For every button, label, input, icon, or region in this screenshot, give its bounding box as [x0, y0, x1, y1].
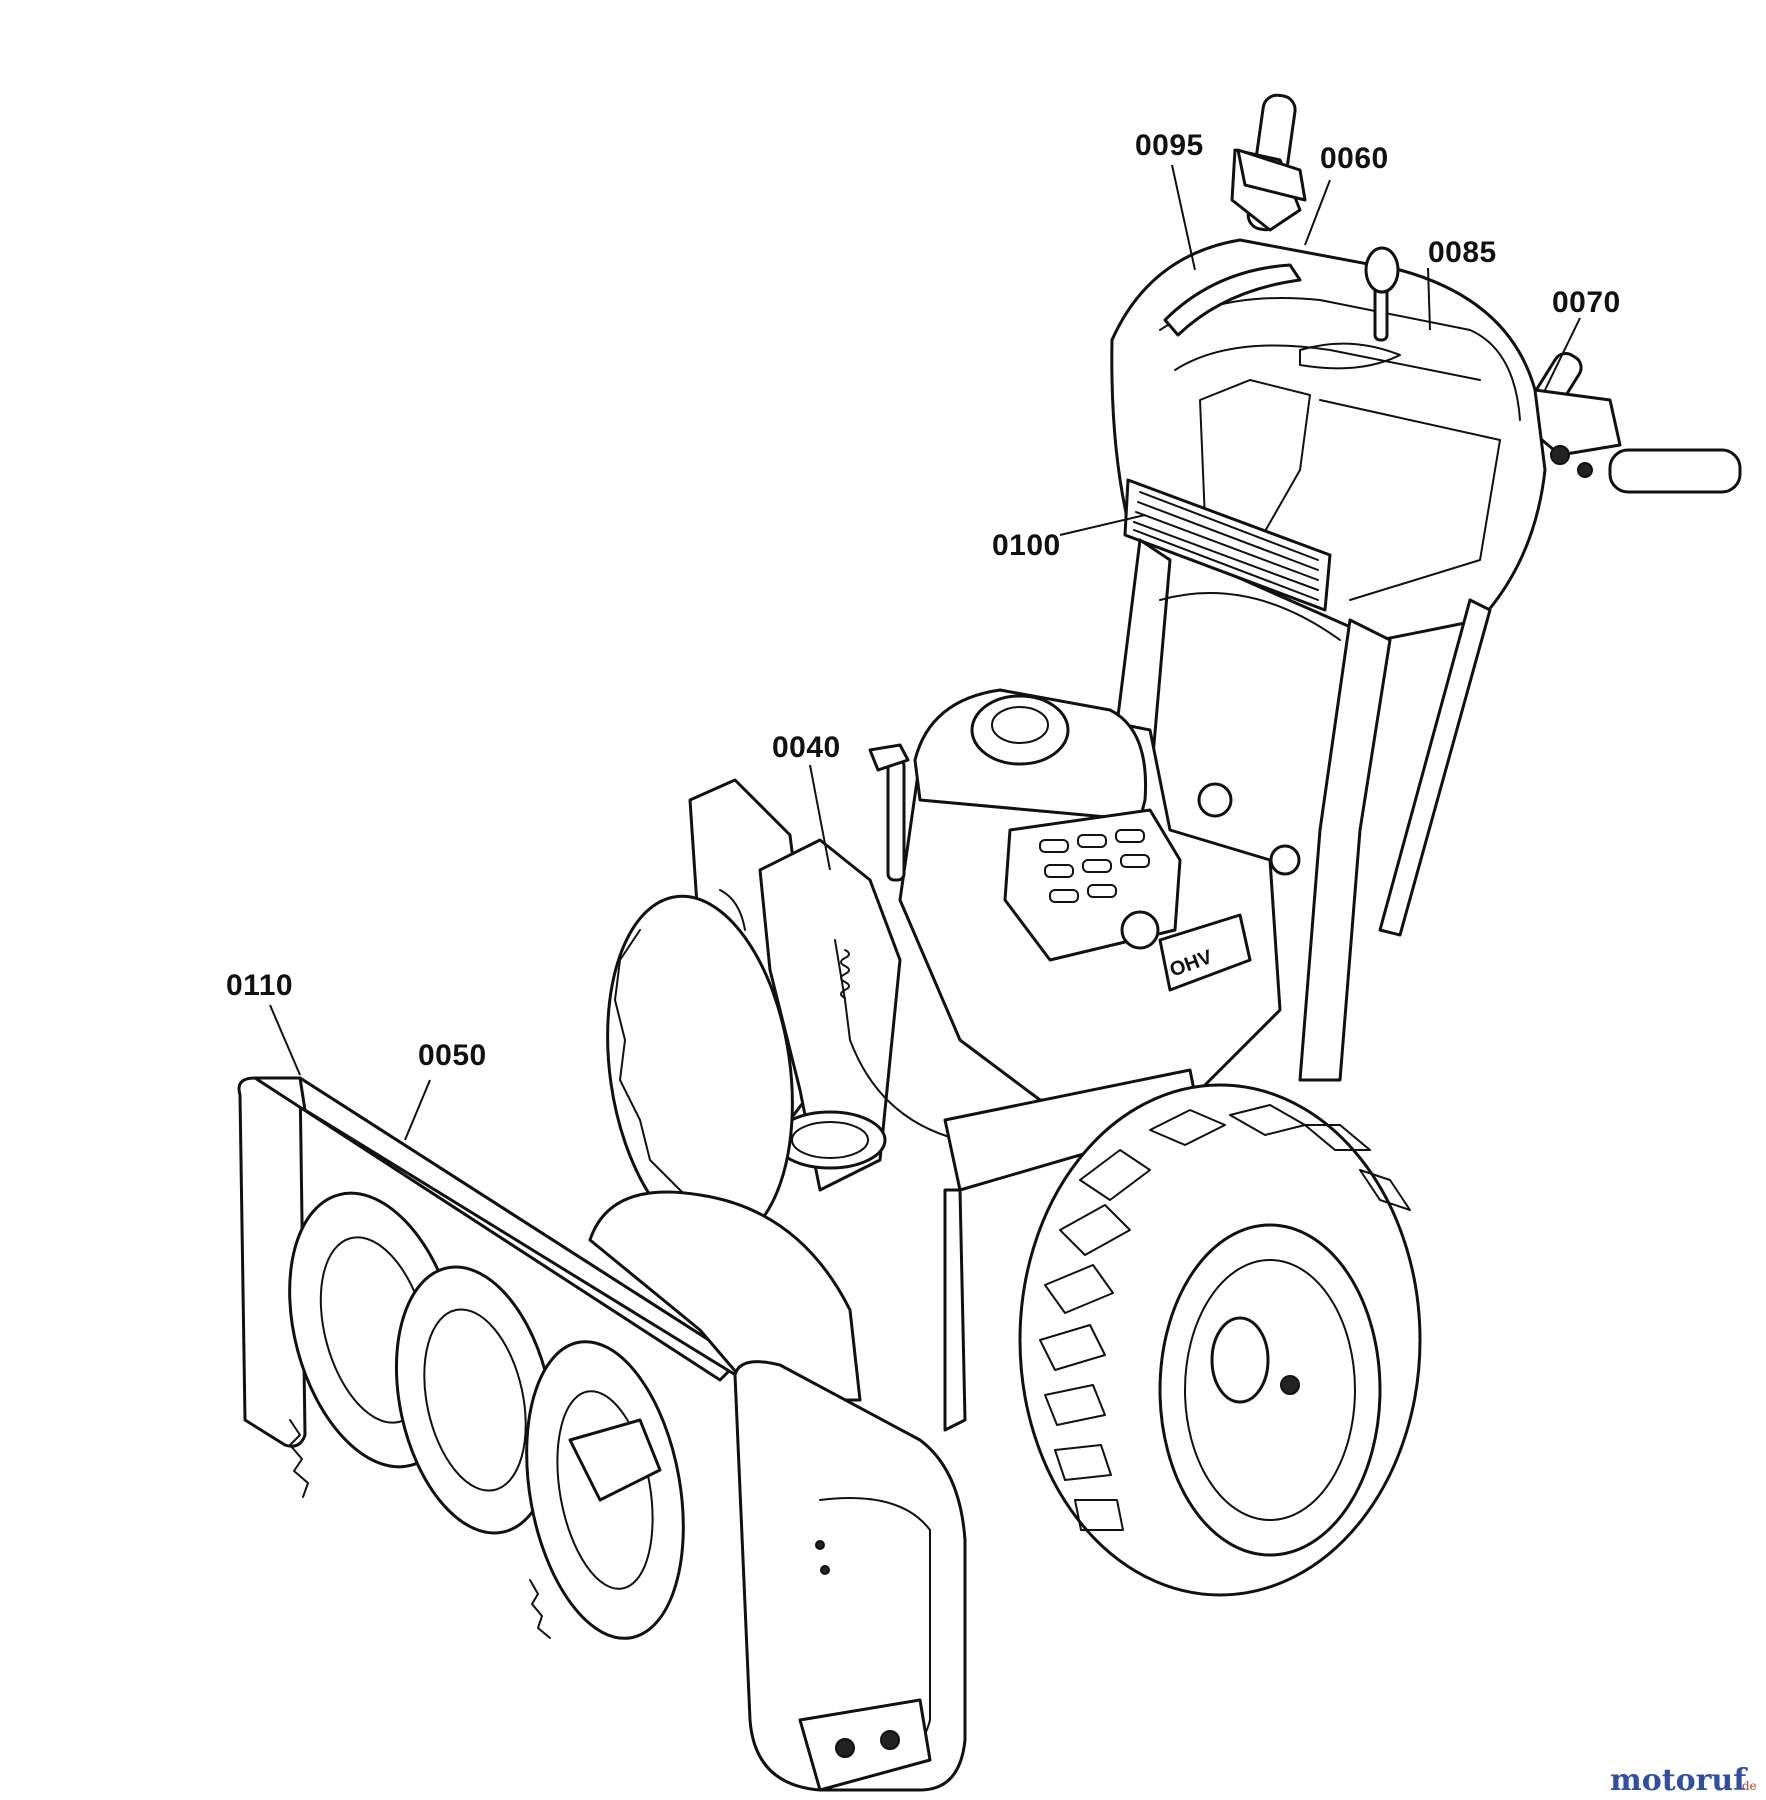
callout-0070: 0070	[1552, 286, 1621, 319]
control-console	[1110, 148, 1547, 642]
tire-tread	[1039, 1104, 1411, 1531]
callout-0040: 0040	[772, 731, 841, 764]
callout-0060: 0060	[1320, 142, 1389, 175]
dashboard-grille-slots	[1133, 491, 1319, 601]
callout-0085: 0085	[1428, 236, 1497, 269]
discharge-chute	[688, 778, 961, 1192]
muffler-vents	[1039, 829, 1150, 903]
callout-0050: 0050	[418, 1039, 487, 1072]
auger-center	[525, 1340, 685, 1640]
auger-left	[288, 1191, 556, 1535]
leader-lines	[269, 164, 1581, 1141]
engine: OHV	[868, 688, 1301, 1102]
watermark-logo: motoruf .de	[1610, 1763, 1757, 1798]
frame-housing	[943, 1068, 1202, 1432]
watermark-tld: .de	[1738, 1779, 1757, 1793]
callout-0110: 0110	[226, 969, 293, 1002]
callout-0100: 0100	[992, 529, 1061, 562]
callout-0095: 0095	[1135, 129, 1204, 162]
right-rear-wheel	[1018, 1083, 1422, 1597]
watermark-name: motoruf	[1610, 1763, 1748, 1798]
auger-housing	[237, 1076, 967, 1792]
callout-labels: 0095 0060 0085 0070 0100 0040 0110 0050	[226, 129, 1621, 1072]
